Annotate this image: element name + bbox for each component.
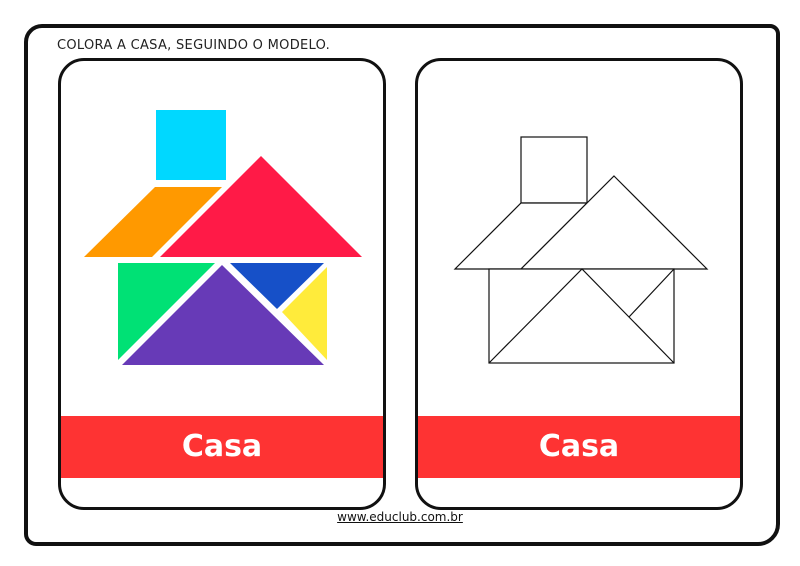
card-label: Casa [418,416,740,478]
green-triangle [118,263,215,360]
instruction-text: COLORA A CASA, SEGUINDO O MODELO. [57,38,331,53]
outline-tangram-house [453,136,709,364]
diagonal-lines [488,268,675,364]
body-outline [488,268,675,364]
colored-tangram-house [84,110,362,365]
purple-triangle [122,265,324,365]
coloring-card: Casa [415,58,743,510]
model-card: Casa [58,58,386,510]
page-border [24,24,780,546]
footer-link[interactable]: www.educlub.com.br [337,510,463,524]
small-diagonal [628,268,675,318]
square-piece [156,110,226,180]
blue-triangle [230,263,324,309]
parallelogram-piece [84,187,222,257]
roof-triangle [160,156,362,257]
yellow-triangle [282,267,327,360]
card-label: Casa [61,416,383,478]
square-outline [520,136,588,204]
